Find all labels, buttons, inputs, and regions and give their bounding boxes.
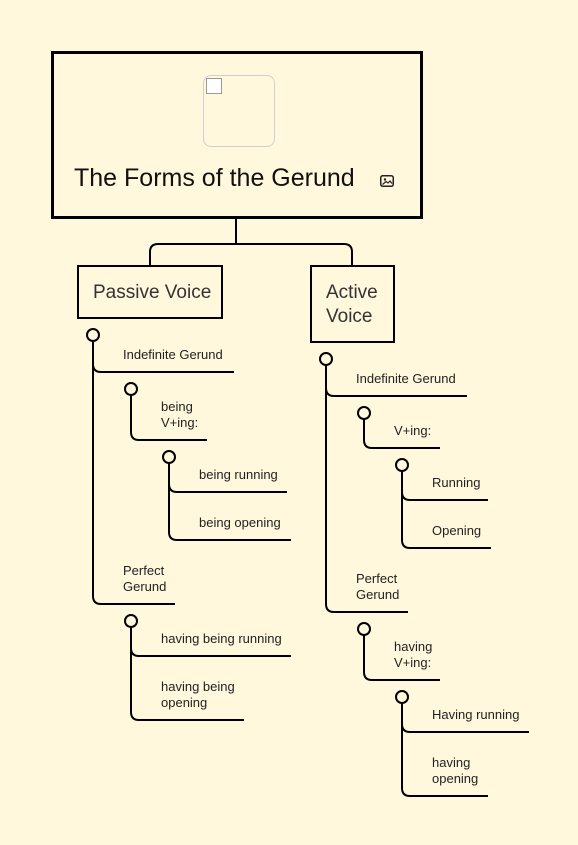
active-indefinite-formula[interactable]: V+ing: xyxy=(394,423,432,438)
root-title: The Forms of the Gerund xyxy=(74,164,355,192)
active-perfect-formula-collapse-toggle[interactable] xyxy=(395,690,409,704)
active-indefinite-gerund[interactable]: Indefinite Gerund xyxy=(356,371,456,386)
active-perfect-formula[interactable]: having V+ing: xyxy=(394,639,433,670)
active-indefinite-collapse-toggle[interactable] xyxy=(357,406,371,420)
active-perfect-example-2[interactable]: having opening xyxy=(432,755,479,786)
active-perfect-collapse-toggle[interactable] xyxy=(357,622,371,636)
passive-perfect-collapse-toggle[interactable] xyxy=(124,614,138,628)
passive-collapse-toggle[interactable] xyxy=(86,328,100,342)
passive-formula-collapse-toggle[interactable] xyxy=(162,450,176,464)
passive-perfect-example-2[interactable]: having being opening xyxy=(161,679,235,710)
broken-image-icon xyxy=(206,78,222,94)
image-icon[interactable] xyxy=(380,175,394,187)
active-formula-collapse-toggle[interactable] xyxy=(395,458,409,472)
passive-indefinite-gerund[interactable]: Indefinite Gerund xyxy=(123,347,223,362)
active-example-2[interactable]: Opening xyxy=(432,523,482,538)
active-perfect-gerund[interactable]: Perfect Gerund xyxy=(356,571,400,602)
active-collapse-toggle[interactable] xyxy=(319,352,333,366)
active-example-1[interactable]: Running xyxy=(432,475,481,490)
passive-perfect-gerund[interactable]: Perfect Gerund xyxy=(123,563,167,594)
passive-example-1[interactable]: being running xyxy=(199,467,278,482)
active-voice-node[interactable]: Active Voice xyxy=(310,265,395,343)
passive-example-2[interactable]: being opening xyxy=(199,515,281,530)
passive-indefinite-formula[interactable]: being V+ing: xyxy=(161,399,199,430)
passive-voice-node[interactable]: Passive Voice xyxy=(77,265,223,319)
root-node[interactable]: The Forms of the Gerund xyxy=(51,51,423,219)
root-image-placeholder xyxy=(203,75,275,147)
passive-voice-label: Passive Voice xyxy=(93,282,212,303)
active-voice-label: Active Voice xyxy=(326,282,378,327)
active-perfect-example-1[interactable]: Having running xyxy=(432,707,520,722)
passive-perfect-example-1[interactable]: having being running xyxy=(161,631,282,646)
passive-indefinite-collapse-toggle[interactable] xyxy=(124,382,138,396)
